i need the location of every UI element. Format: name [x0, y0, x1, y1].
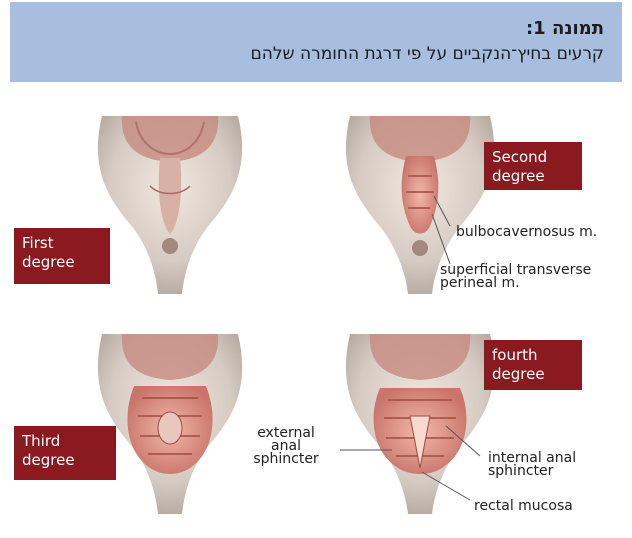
third-degree-label: Third degree [14, 426, 116, 480]
figure-caption-box: תמונה 1: קרעים בחיץ־הנקביים על פי דרגת ה… [10, 2, 622, 82]
caption-subtitle: קרעים בחיץ־הנקביים על פי דרגת החומרה שלה… [251, 44, 605, 64]
internal-anal-sphincter-label: internal anal sphincter [488, 452, 576, 478]
third-degree-illustration [98, 334, 242, 514]
superficial-transverse-label: superficial transverse perineal m. [440, 264, 591, 290]
second-degree-label: Second degree [484, 142, 582, 190]
caption-title: תמונה 1: [526, 18, 604, 39]
fourth-degree-illustration [340, 334, 494, 514]
fourth-degree-text: fourth degree [492, 346, 545, 383]
anatomical-figure: First degree Second degree Third degree … [10, 96, 622, 531]
external-anal-sphincter-label: external anal sphincter [242, 427, 330, 466]
bulbocavernosus-label: bulbocavernosus m. [456, 226, 597, 239]
second-degree-text: Second degree [492, 148, 547, 185]
first-degree-illustration [98, 116, 242, 294]
third-degree-text: Third degree [22, 432, 75, 469]
first-degree-label: First degree [14, 228, 110, 284]
fourth-degree-label: fourth degree [484, 340, 582, 390]
first-degree-text: First degree [22, 234, 75, 271]
rectal-mucosa-label: rectal mucosa [474, 500, 573, 513]
